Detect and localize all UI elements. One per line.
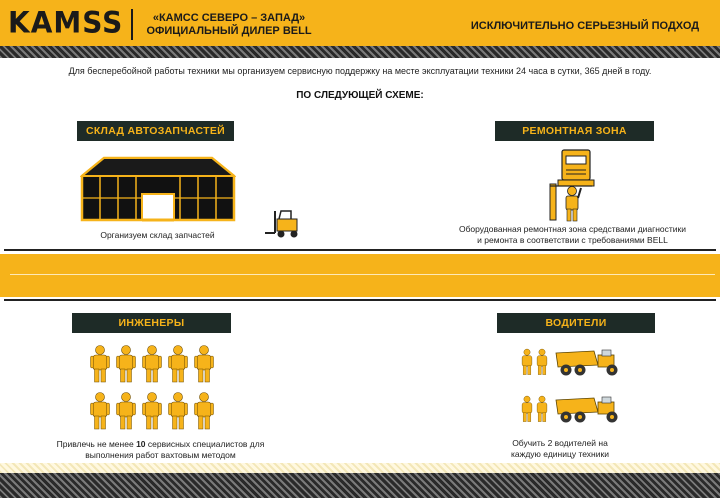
drivers-caption-line1: Обучить 2 водителей на <box>512 438 608 448</box>
person-icon <box>90 345 110 383</box>
dump-truck-icon <box>554 347 628 382</box>
engineers-caption-post: сервисных специалистов для <box>145 439 265 449</box>
driver-person-icon <box>520 348 534 381</box>
footer-hatch-strip <box>0 473 720 498</box>
person-icon <box>142 392 162 430</box>
warehouse-label: СКЛАД АВТОЗАПЧАСТЕЙ <box>77 121 234 141</box>
engineers-count: 10 <box>136 439 146 449</box>
yellow-divider-band <box>0 254 720 297</box>
header-hatch-strip <box>0 46 720 58</box>
header-bar <box>0 0 720 46</box>
header-slogan: ИСКЛЮЧИТЕЛЬНО СЕРЬЕЗНЫЙ ПОДХОД <box>470 20 700 32</box>
engineers-label: ИНЖЕНЕРЫ <box>72 313 231 333</box>
repair-truck-icon <box>549 149 595 221</box>
repair-label: РЕМОНТНАЯ ЗОНА <box>495 121 654 141</box>
mechanic-icon <box>565 186 582 222</box>
person-icon <box>116 392 136 430</box>
person-icon <box>194 345 214 383</box>
dump-truck-icon <box>554 394 628 429</box>
person-icon <box>194 392 214 430</box>
drivers-label: ВОДИТЕЛИ <box>497 313 655 333</box>
dealer-subtitle: ОФИЦИАЛЬНЫЙ ДИЛЕР BELL <box>146 25 312 37</box>
warehouse-caption: Организуем склад запчастей <box>100 230 215 240</box>
forklift-icon <box>265 210 298 238</box>
section-rule-top <box>4 249 716 251</box>
driver-person-icon <box>520 395 534 428</box>
band-line <box>10 274 715 275</box>
person-icon <box>168 345 188 383</box>
engineers-caption-pre: Привлечь не менее <box>56 439 137 449</box>
driver-person-icon <box>535 395 549 428</box>
logo-divider <box>131 9 133 40</box>
footer-light-hatch <box>0 463 720 473</box>
kamss-logo: KAMSS <box>8 5 124 40</box>
section-rule-bottom <box>4 299 716 301</box>
repair-caption-line2: и ремонта в соответствии с требованиями … <box>477 235 668 245</box>
person-icon <box>142 345 162 383</box>
warehouse-icon <box>80 156 236 222</box>
intro-text: Для бесперебойной работы техники мы орга… <box>68 66 652 76</box>
company-name: «КАМСС СЕВЕРО – ЗАПАД» <box>152 12 306 24</box>
scheme-title: ПО СЛЕДУЮЩЕЙ СХЕМЕ: <box>296 90 424 101</box>
engineers-caption-line1: Привлечь не менее 10 сервисных специалис… <box>28 439 293 450</box>
driver-person-icon <box>535 348 549 381</box>
person-icon <box>168 392 188 430</box>
person-icon <box>116 345 136 383</box>
person-icon <box>90 392 110 430</box>
engineers-caption-line2: выполнения работ вахтовым методом <box>85 450 236 460</box>
drivers-caption-line2: каждую единицу техники <box>511 449 609 459</box>
repair-caption-line1: Оборудованная ремонтная зона средствами … <box>458 224 687 234</box>
